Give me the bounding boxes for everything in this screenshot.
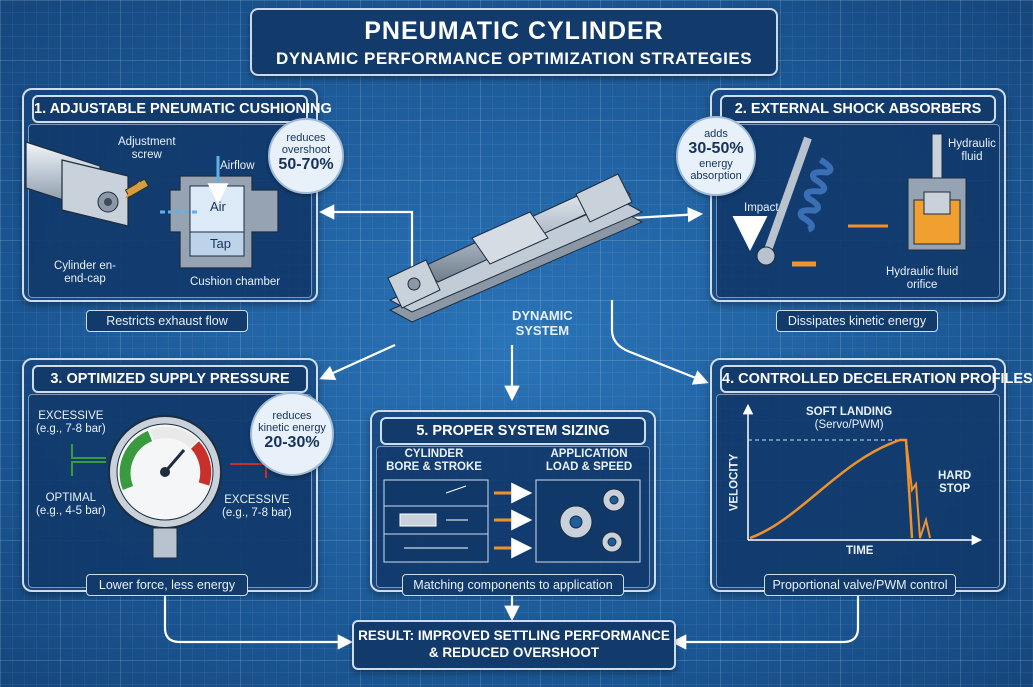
soft-landing-label: SOFT LANDING (Servo/PWM) — [806, 406, 893, 431]
tap-label: Tap — [210, 236, 231, 251]
panel2-footer: Dissipates kinetic energy — [776, 310, 938, 332]
pressure-indicator-lines — [71, 444, 267, 478]
cushion-chamber-icon — [160, 156, 279, 269]
title-banner: PNEUMATIC CYLINDER DYNAMIC PERFORMANCE O… — [250, 8, 778, 76]
pressure-gauge-icon — [108, 415, 222, 559]
air-label: Air — [210, 199, 226, 214]
result-line1: RESULT: IMPROVED SETTLING PERFORMANCE — [358, 628, 670, 643]
panel-title: 5. PROPER SYSTEM SIZING — [380, 417, 646, 445]
panel-title: 4. CONTROLLED DECELERATION PROFILES — [720, 365, 1033, 393]
panel-title: 1. ADJUSTABLE PNEUMATIC CUSHIONING — [32, 95, 332, 123]
endcap-label: Cylinder en-end-cap — [54, 260, 116, 285]
result-line2: & REDUCED OVERSHOOT — [428, 645, 600, 660]
cushioning-illustration — [25, 141, 279, 269]
shock-absorber-illustration — [732, 133, 967, 267]
arrow-panel3-to-result — [163, 592, 354, 650]
panel4-footer: Proportional valve/PWM control — [764, 574, 956, 596]
arrow-to-panel4 — [610, 300, 709, 385]
panel3-footer: Lower force, less energy — [86, 574, 248, 596]
hard-stop-curve — [905, 439, 931, 539]
soft-landing-curve — [749, 438, 914, 540]
panel5-footer: Matching components to application — [402, 574, 624, 596]
result-banner: RESULT: IMPROVED SETTLING PERFORMANCE & … — [352, 620, 676, 670]
velocity-axis-label: VELOCITY — [728, 453, 741, 512]
arrow-to-panel1 — [318, 204, 414, 268]
excessive-right-label: EXCESSIVE(e.g., 7-8 bar) — [222, 494, 292, 519]
excessive-top-label: EXCESSIVE(e.g., 7-8 bar) — [36, 410, 106, 435]
arrow-panel4-to-result — [670, 592, 860, 650]
impact-label: Impact — [744, 202, 779, 214]
panel-deceleration-profiles: 4. CONTROLLED DECELERATION PROFILES — [710, 358, 1033, 592]
pneumatic-cylinder-icon — [387, 173, 644, 323]
overshoot-bubble: reduces overshoot 50-70% — [268, 118, 344, 194]
optimal-label: OPTIMAL(e.g., 4-5 bar) — [36, 492, 106, 517]
kinetic-energy-bubble: reduces kinetic energy 20-30% — [250, 392, 334, 476]
page-subtitle: DYNAMIC PERFORMANCE OPTIMIZATION STRATEG… — [275, 49, 753, 68]
panel-illustration-area — [716, 394, 1000, 588]
cylinder-endcap-icon — [25, 141, 129, 227]
panel1-footer: Restricts exhaust flow — [86, 310, 248, 332]
shock-absorber-icon — [732, 136, 834, 267]
adjustment-screw-icon — [124, 178, 150, 199]
pneumatic-cylinder-icon — [399, 485, 468, 549]
hydraulic-cylinder-icon — [848, 133, 967, 251]
panel-title: 2. EXTERNAL SHOCK ABSORBERS — [720, 95, 996, 123]
airflow-label: Airflow — [220, 160, 255, 172]
page-title: PNEUMATIC CYLINDER — [364, 17, 664, 45]
gear-icon — [559, 488, 626, 553]
velocity-profile-chart — [742, 403, 983, 546]
arrow-to-panel3 — [319, 343, 396, 380]
time-axis-label: TIME — [846, 545, 874, 557]
sizing-illustration — [383, 479, 641, 563]
cushion-chamber-label: Cushion chamber — [190, 276, 281, 288]
panel-title: 3. OPTIMIZED SUPPLY PRESSURE — [32, 365, 308, 393]
energy-absorption-bubble: adds 30-50% energy absorption — [676, 116, 756, 196]
